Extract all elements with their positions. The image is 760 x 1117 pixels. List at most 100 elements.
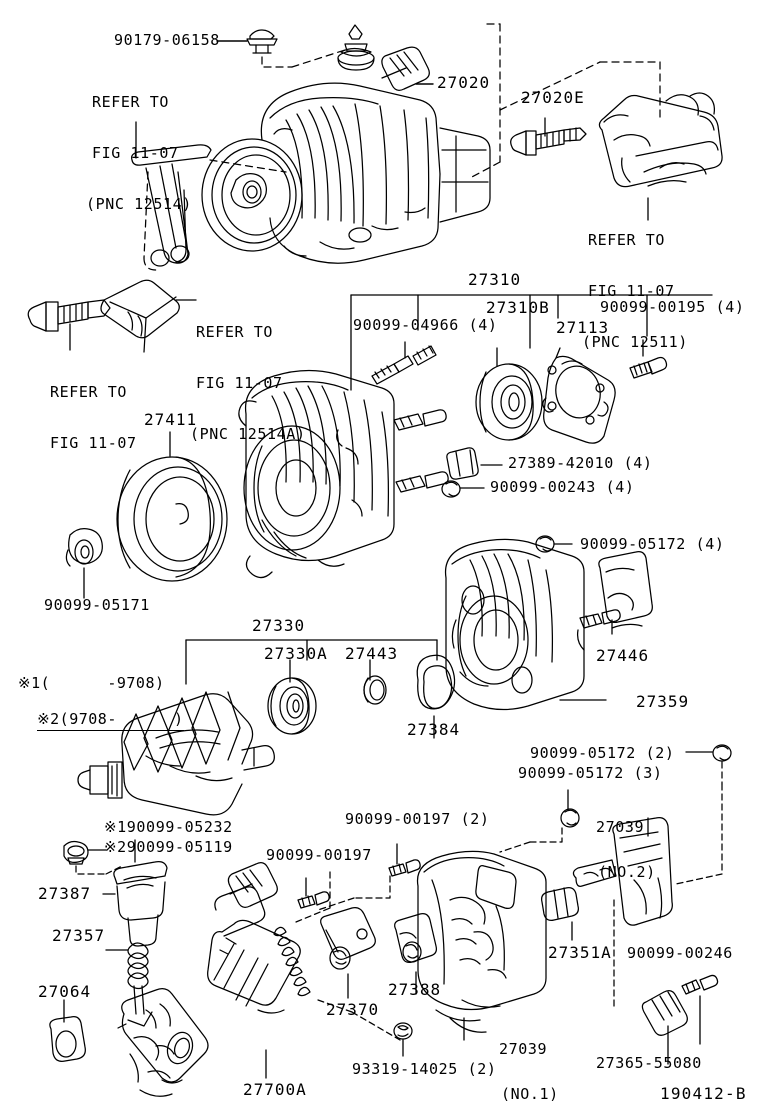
part-label-90099-00243: 90099-00243 (4) bbox=[490, 478, 635, 496]
retainer-plate-27113 bbox=[542, 347, 616, 444]
part-label-90099-05172-4: 90099-05172 (4) bbox=[580, 535, 725, 553]
screw-90099-05172-2 bbox=[675, 744, 732, 885]
end-cover-27039-no2 bbox=[572, 817, 673, 1011]
note-mark-2: ※2(9708- ) bbox=[37, 710, 184, 731]
ball-93319-14025 bbox=[393, 1022, 413, 1057]
refer-note-pnc-12514a: REFER TO FIG 11-07 (PNC 12514A) bbox=[190, 290, 306, 460]
note-mark-1: ※1( -9708) bbox=[18, 674, 165, 692]
cover-27446 bbox=[598, 551, 653, 635]
part-label-27310b: 27310B bbox=[486, 298, 550, 317]
screw-90099-00197 bbox=[297, 877, 330, 909]
refer-12514a-line2: FIG 11-07 bbox=[196, 374, 283, 392]
part-label-27389-42010: 27389-42010 (4) bbox=[508, 454, 653, 472]
refer-12511-line2: FIG 11-07 bbox=[588, 282, 675, 300]
drive-end-frame-housing bbox=[238, 369, 449, 579]
part-label-90179-06158: 90179-06158 bbox=[114, 31, 220, 49]
part-label-93319-14025: 93319-14025 (2) bbox=[352, 1060, 497, 1078]
part-label-27064: 27064 bbox=[38, 982, 92, 1001]
bearing-27330a bbox=[267, 659, 317, 735]
part-label-90099-00197-2: 90099-00197 (2) bbox=[345, 810, 490, 828]
part-label-27388: 27388 bbox=[388, 980, 442, 999]
bracket-left-12514 bbox=[131, 121, 287, 271]
part-label-27700a: 27700A bbox=[243, 1080, 307, 1099]
refer-note-pnc-12514: REFER TO FIG 11-07 (PNC 12514) bbox=[86, 60, 192, 230]
end-cover-27039-no1 bbox=[416, 850, 547, 1041]
part-label-90099-00246: 90099-00246 bbox=[627, 944, 733, 962]
refer-12511-line3: (PNC 12511) bbox=[582, 333, 688, 351]
part-label-27359: 27359 bbox=[636, 692, 690, 711]
alternator-assembly-27020 bbox=[201, 23, 501, 264]
part-label-27039-no2: 27039 (NO.2) bbox=[596, 790, 656, 895]
part-label-27020e: 27020E bbox=[521, 88, 585, 107]
bearing-27310b bbox=[475, 347, 543, 441]
refer-plain-line2: FIG 11-07 bbox=[50, 434, 137, 452]
nut-90099-05232 bbox=[63, 839, 136, 875]
spring-27357 bbox=[105, 942, 149, 1015]
part-label-27411: 27411 bbox=[144, 410, 198, 429]
group-bracket-27330 bbox=[185, 639, 438, 685]
refer-12511-line1: REFER TO bbox=[588, 231, 666, 249]
clip-27389-42010 bbox=[446, 447, 503, 480]
rectifier-holder-27700a bbox=[117, 988, 209, 1097]
refer-12514a-line3: (PNC 12514A) bbox=[190, 425, 306, 443]
bolt-90099-00246 bbox=[681, 974, 719, 1045]
screw-90099-00243 bbox=[441, 480, 485, 498]
terminal-insulator-27387 bbox=[102, 861, 168, 947]
washer-27064 bbox=[49, 999, 86, 1062]
o-ring-27384 bbox=[416, 654, 456, 739]
connector-block-upper bbox=[227, 862, 278, 908]
part-label-27387: 27387 bbox=[38, 884, 92, 903]
part-label-27039-no2-suffix: (NO.2) bbox=[598, 863, 656, 881]
part-label-27330: 27330 bbox=[252, 616, 306, 635]
part-label-90099-05172-3: 90099-05172 (3) bbox=[518, 764, 663, 782]
bracket-right-12511 bbox=[598, 92, 723, 221]
part-label-27357: 27357 bbox=[52, 926, 106, 945]
part-label-90099-05171: 90099-05171 bbox=[44, 596, 150, 614]
part-label-27370: 27370 bbox=[326, 1000, 380, 1019]
refer-note-pnc-12511: REFER TO FIG 11-07 (PNC 12511) bbox=[582, 198, 688, 368]
part-label-90099-00197: 90099-00197 bbox=[266, 846, 372, 864]
part-label-27365-55080: 27365-55080 bbox=[596, 1054, 702, 1072]
part-label-27039-no2-number: 27039 bbox=[596, 818, 645, 836]
part-label-90099-05232: ※190099-05232 bbox=[104, 818, 233, 836]
part-label-27039-no1: 27039 (NO.1) bbox=[499, 1012, 559, 1117]
part-label-27446: 27446 bbox=[596, 646, 650, 665]
nut-90099-05171 bbox=[65, 528, 103, 599]
bolt-90099-00195 bbox=[629, 339, 668, 379]
stud-bolt-90099-04966 bbox=[371, 341, 437, 385]
part-label-27039-no1-number: 27039 bbox=[499, 1040, 548, 1058]
refer-note-line1: REFER TO bbox=[92, 93, 170, 111]
part-label-27443: 27443 bbox=[345, 644, 399, 663]
screw-90099-00197-2 bbox=[317, 843, 421, 911]
part-label-27113: 27113 bbox=[556, 318, 610, 337]
bracket-27388 bbox=[394, 913, 437, 995]
washer-27443 bbox=[363, 659, 387, 705]
bolt-and-nut-12514a bbox=[27, 279, 197, 353]
refer-note-line3: (PNC 12514) bbox=[86, 195, 192, 213]
part-label-27351a: 27351A bbox=[548, 943, 612, 962]
part-label-27020: 27020 bbox=[437, 73, 491, 92]
screw-90099-05172-4 bbox=[535, 535, 573, 553]
refer-12514a-line1: REFER TO bbox=[196, 323, 274, 341]
refer-note-line2: FIG 11-07 bbox=[92, 144, 179, 162]
group-bracket-27310 bbox=[350, 294, 713, 391]
part-label-90099-05172-2: 90099-05172 (2) bbox=[530, 744, 675, 762]
bushing-27351a bbox=[541, 887, 579, 941]
part-label-90099-05119: ※290099-05119 bbox=[104, 838, 233, 856]
production-date-notes: ※1( -9708) ※2(9708- ) bbox=[18, 638, 184, 731]
refer-plain-line1: REFER TO bbox=[50, 383, 128, 401]
part-label-90099-04966: 90099-04966 (4) bbox=[353, 316, 498, 334]
block-27370 bbox=[320, 907, 376, 999]
part-label-27039-no1-suffix: (NO.1) bbox=[501, 1085, 559, 1103]
rear-end-frame-27359 bbox=[444, 538, 621, 711]
bolt-27020e bbox=[499, 61, 661, 156]
diagram-id: 190412-B bbox=[660, 1084, 747, 1103]
part-label-27330a: 27330A bbox=[264, 644, 328, 663]
screw-90099-05172-3 bbox=[499, 789, 580, 853]
bushing-27365-55080 bbox=[641, 990, 688, 1065]
part-label-90099-00195: 90099-00195 (4) bbox=[600, 298, 745, 316]
rotor-27330 bbox=[77, 691, 275, 816]
part-label-27310: 27310 bbox=[468, 270, 522, 289]
